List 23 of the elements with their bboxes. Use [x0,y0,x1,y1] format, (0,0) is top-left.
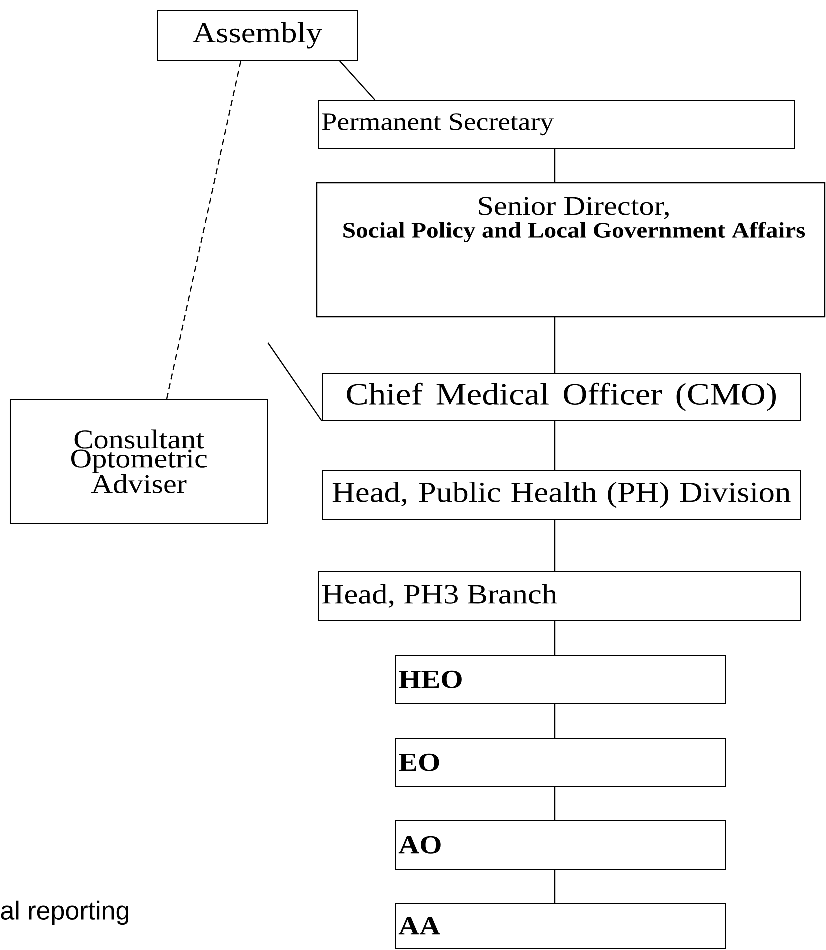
org-box: Consultant Optometric Adviser [10,399,268,524]
org-box: Permanent Secretary [318,100,796,150]
org-box: EO [395,738,726,788]
connector-line [554,621,556,655]
connector-line [340,60,376,100]
connector-line [554,520,556,571]
connector-line [166,61,242,400]
org-box: AO [395,820,726,870]
connector-line [554,704,556,738]
connector-line [554,149,556,183]
connector-line [554,870,556,903]
org-box: HEO [395,655,726,704]
org-box: Assembly [157,10,358,62]
org-box: Head, Public Health (PH) Division [322,470,802,520]
org-box: Head, PH3 Branch [318,571,802,622]
org-box: AA [395,903,726,950]
connector-line [554,317,556,373]
connector-line [554,421,556,470]
org-box: Senior Director, Social Policy and Local Government Affairs [316,182,826,318]
note-text: al reporting [1,900,129,926]
org-box: Chief Medical Officer (CMO) [322,373,802,422]
connector-line [268,342,322,422]
connector-line [554,787,556,820]
